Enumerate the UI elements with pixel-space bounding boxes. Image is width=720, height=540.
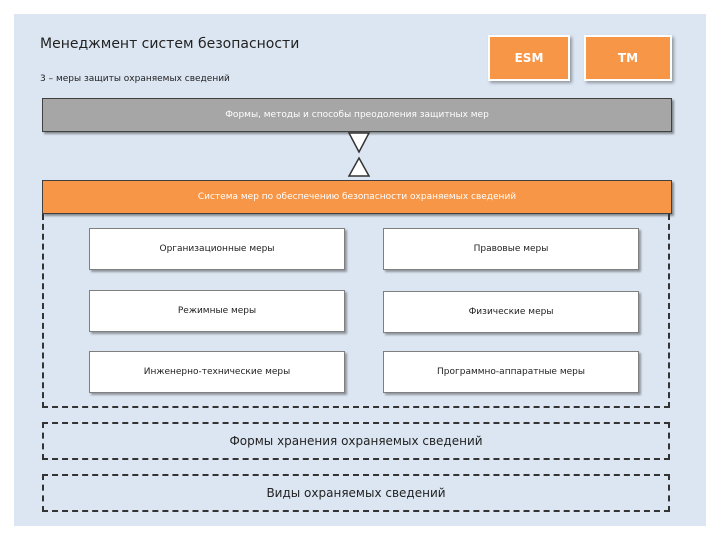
measure-legal: Правовые меры [383, 228, 639, 270]
measures-group [42, 214, 670, 408]
measure-software-hardware: Программно-аппаратные меры [383, 351, 639, 393]
measure-regime: Режимные меры [89, 290, 345, 332]
arrow-up-icon [347, 156, 371, 177]
arrow-connector [345, 132, 373, 180]
security-measures-system-bar: Система мер по обеспечению безопасности … [42, 180, 672, 214]
info-types-box: Виды охраняемых сведений [42, 474, 670, 512]
arrow-down-icon [347, 132, 371, 154]
measure-organizational: Организационные меры [89, 228, 345, 270]
storage-forms-box: Формы хранения охраняемых сведений [42, 422, 670, 460]
tag-tm: TM [584, 35, 672, 81]
measure-physical: Физические меры [383, 291, 639, 333]
page-title: Менеджмент систем безопасности [40, 36, 300, 52]
measure-engineering-technical: Инженерно-технические меры [89, 351, 345, 393]
page-subtitle: 3 – меры защиты охраняемых сведений [40, 74, 230, 84]
overcoming-measures-bar: Формы, методы и способы преодоления защи… [42, 98, 672, 132]
tag-esm: ESM [488, 35, 570, 81]
